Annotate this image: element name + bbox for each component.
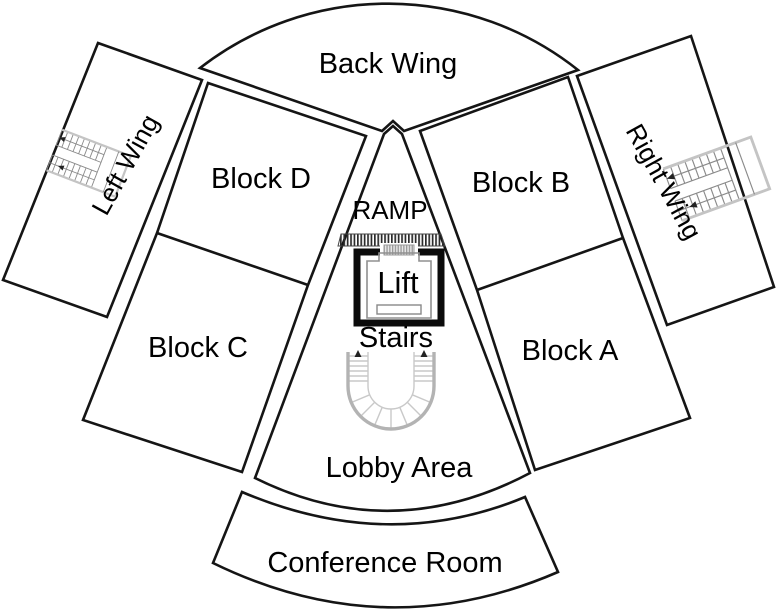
room-left-wing: [1, 41, 204, 319]
conference-label: Conference Room: [267, 547, 502, 579]
ramp-label: RAMP: [352, 195, 427, 225]
divider-block-d-c: [156, 231, 309, 287]
back-wing-label: Back Wing: [319, 48, 458, 80]
lobby-label: Lobby Area: [326, 452, 474, 484]
block-a-label: Block A: [522, 335, 619, 367]
block-c-label: Block C: [148, 332, 248, 364]
stairs-label: Stairs: [359, 322, 433, 354]
central-stairs-icon: [346, 350, 436, 431]
divider-block-b-a: [476, 236, 624, 292]
ramp-hatch-icon: [337, 233, 446, 247]
lift-floor-marker: [376, 304, 422, 315]
block-b-label: Block B: [472, 167, 570, 199]
lift-label: Lift: [377, 265, 419, 300]
block-d-label: Block D: [211, 163, 311, 195]
lift-door-icon: [383, 244, 415, 256]
lift-inner-outline: [366, 252, 432, 319]
room-conference: [211, 490, 560, 609]
lift-icon: [353, 243, 445, 327]
room-back-wing: [197, 2, 581, 133]
